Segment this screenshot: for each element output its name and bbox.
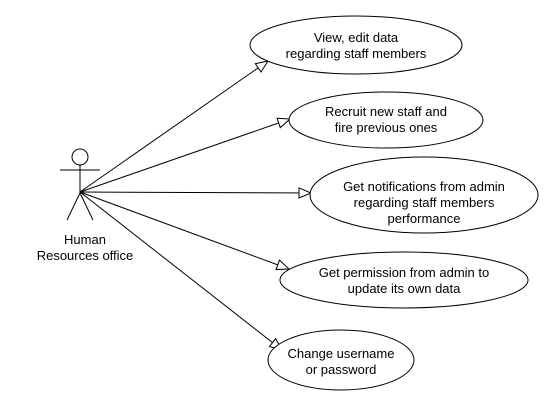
actor-label: Human Resources office (36, 232, 134, 263)
use-case-label-3: Get notifications from admin regarding s… (343, 179, 505, 226)
use-case-ellipse-3 (309, 156, 539, 234)
association-line-1 (79, 61, 268, 193)
association-line-3 (79, 192, 311, 193)
actor-left-leg (66, 192, 81, 221)
use-case-label-4: Get permission from admin to update its … (318, 265, 490, 296)
association-line-4 (79, 191, 289, 269)
actor-figure (60, 148, 100, 221)
use-case-label-5: Change username or password (287, 346, 395, 377)
use-case-ellipse-4 (279, 251, 529, 309)
use-case-ellipse-1 (249, 15, 463, 75)
use-case-label-1: View, edit data regarding staff members (285, 30, 427, 61)
actor-right-leg (79, 192, 94, 221)
actor-head (71, 148, 89, 166)
association-line-5 (79, 191, 282, 350)
use-case-ellipse-2 (288, 91, 484, 149)
use-case-label-2: Recruit new staff and fire previous ones (325, 104, 447, 135)
association-line-2 (79, 119, 290, 193)
use-case-ellipse-5 (267, 329, 415, 391)
